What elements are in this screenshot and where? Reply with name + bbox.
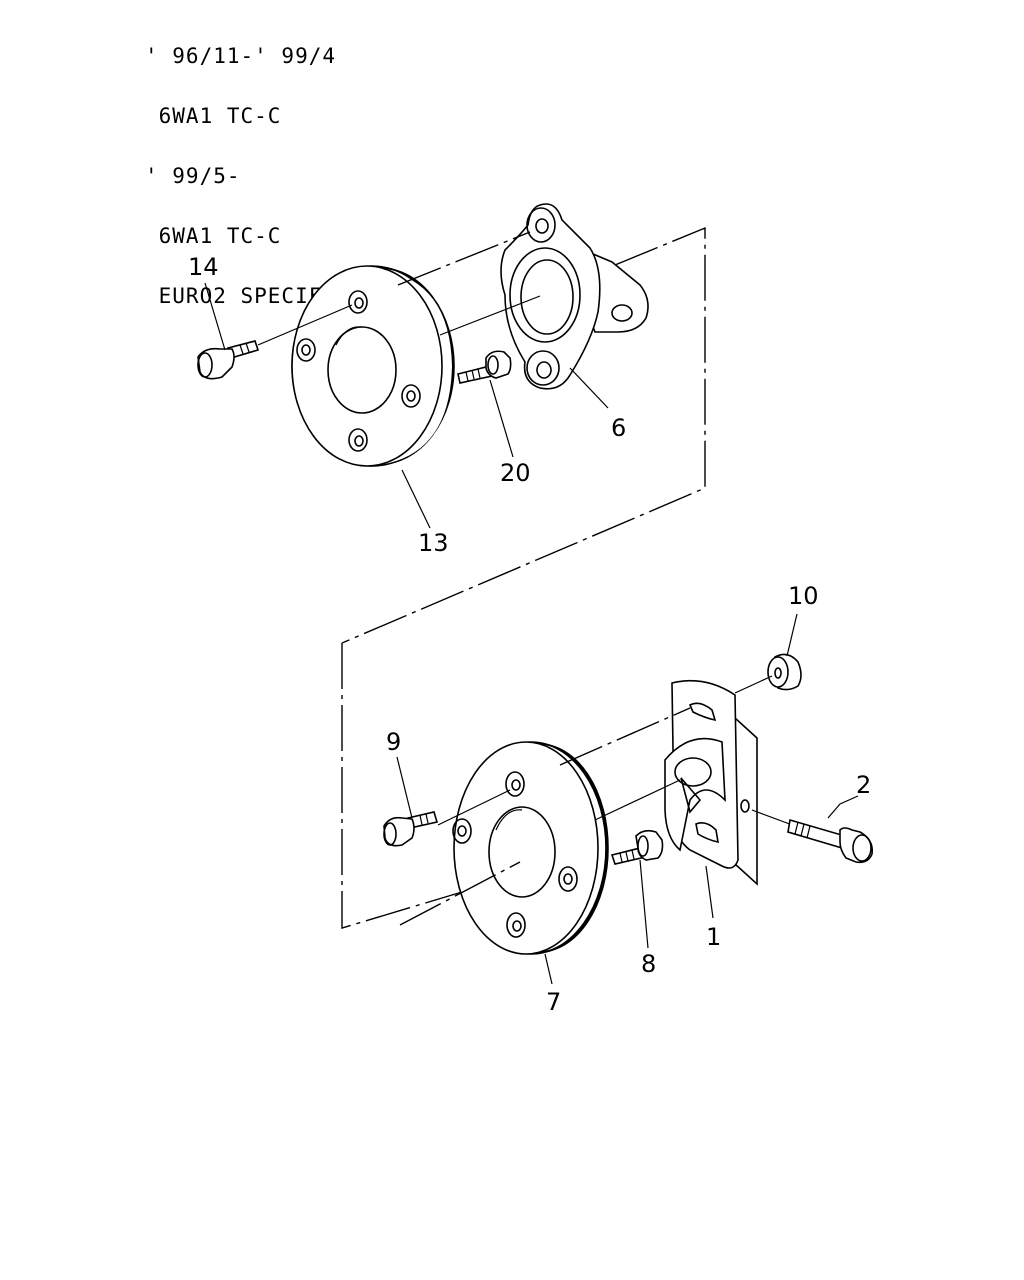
bracket-part-6 (500, 203, 649, 390)
lower-align-line-4 (437, 789, 511, 826)
leader-20 (489, 379, 514, 458)
lower-align-line-3 (594, 779, 681, 821)
bolt-part-14 (197, 340, 260, 380)
callout-8: 8 (641, 950, 656, 978)
leader-13 (401, 469, 431, 529)
lower-align-line-2 (734, 675, 773, 694)
upper-align-line-3 (257, 304, 353, 346)
leader-1 (705, 865, 714, 919)
spec-line-1: ' 96/11-' 99/4 (145, 44, 337, 68)
lower-align-line-6 (751, 809, 796, 827)
callout-14: 14 (188, 253, 219, 281)
bracket-part-1 (664, 679, 758, 886)
lower-frame-line (341, 643, 463, 929)
nut-part-10 (767, 653, 802, 691)
leader-7 (544, 953, 553, 985)
lower-assembly (341, 613, 874, 985)
callout-7: 7 (546, 988, 561, 1016)
plate-part-7 (452, 741, 609, 955)
leader-10 (786, 613, 798, 657)
upper-align-line-2 (439, 295, 541, 336)
bolt-part-8 (610, 829, 664, 865)
bolt-part-20 (457, 350, 512, 384)
callout-13: 13 (418, 529, 449, 557)
upper-align-line-1 (397, 231, 531, 286)
callout-1: 1 (706, 923, 721, 951)
bolt-part-9 (383, 811, 439, 847)
leader-8 (639, 859, 649, 949)
callout-20: 20 (500, 459, 531, 487)
lower-align-line-1 (559, 707, 691, 766)
callout-6: 6 (611, 414, 626, 442)
spec-line-3: ' 99/5- (145, 164, 241, 188)
bolt-part-2 (787, 818, 874, 864)
leader-14 (204, 282, 226, 351)
plate-part-13 (291, 265, 455, 467)
callout-9: 9 (386, 728, 401, 756)
callout-10: 10 (788, 582, 819, 610)
leader-2 (827, 795, 859, 819)
spec-line-4: 6WA1 TC-C (145, 224, 282, 248)
lower-align-line-5 (399, 861, 521, 926)
leader-9 (396, 756, 413, 819)
upper-frame-line (341, 226, 706, 644)
spec-line-2: 6WA1 TC-C (145, 104, 282, 128)
callout-2: 2 (856, 771, 871, 799)
upper-assembly (197, 203, 706, 644)
leader-6 (569, 367, 609, 409)
